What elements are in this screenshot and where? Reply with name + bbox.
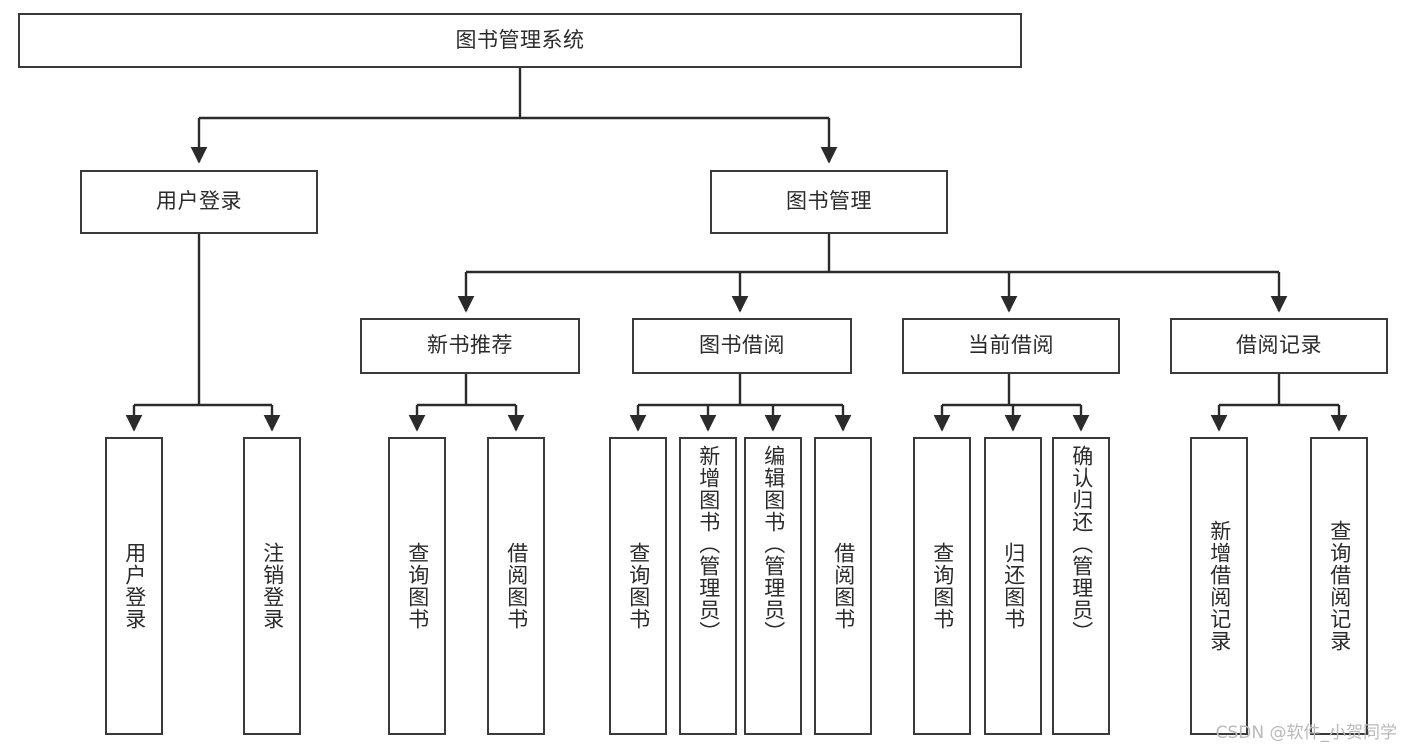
node-leaf-edit-book-label: 编辑图书（管理员） [761,445,786,643]
node-leaf-query-book-3-label: 查询图书 [930,542,955,630]
node-book-manage-label: 图书管理 [786,189,872,214]
node-current-borrow[interactable]: 当前借阅 [902,318,1120,374]
node-leaf-query-book-2-label: 查询图书 [626,542,651,630]
node-user-login[interactable]: 用户登录 [80,170,318,234]
node-new-book-rec[interactable]: 新书推荐 [360,318,580,374]
node-leaf-query-book-1[interactable]: 查询图书 [388,437,446,735]
watermark-text: CSDN @软件_小贺同学 [1215,723,1397,743]
node-leaf-query-book-3[interactable]: 查询图书 [913,437,971,735]
node-book-manage[interactable]: 图书管理 [710,170,948,234]
node-leaf-user-login-label: 用户登录 [122,542,147,630]
node-book-borrow[interactable]: 图书借阅 [632,318,852,374]
node-leaf-borrow-book-1-label: 借阅图书 [504,542,529,630]
node-root[interactable]: 图书管理系统 [18,13,1022,68]
node-leaf-add-record[interactable]: 新增借阅记录 [1190,437,1248,735]
node-leaf-query-record[interactable]: 查询借阅记录 [1310,437,1368,735]
node-leaf-query-book-2[interactable]: 查询图书 [609,437,667,735]
node-root-label: 图书管理系统 [455,27,585,52]
node-leaf-add-book-label: 新增图书（管理员） [696,445,721,643]
node-leaf-edit-book[interactable]: 编辑图书（管理员） [744,437,802,735]
node-leaf-logout-label: 注销登录 [260,542,285,630]
node-leaf-add-record-label: 新增借阅记录 [1207,520,1232,652]
node-book-borrow-label: 图书借阅 [699,333,785,358]
node-leaf-borrow-book-2-label: 借阅图书 [831,542,856,630]
node-leaf-logout[interactable]: 注销登录 [243,437,301,735]
node-leaf-query-book-1-label: 查询图书 [405,542,430,630]
node-leaf-user-login[interactable]: 用户登录 [105,437,163,735]
node-leaf-return-book[interactable]: 归还图书 [984,437,1042,735]
node-borrow-record-label: 借阅记录 [1236,333,1322,358]
node-borrow-record[interactable]: 借阅记录 [1170,318,1388,374]
node-current-borrow-label: 当前借阅 [968,333,1054,358]
node-leaf-confirm-return[interactable]: 确认归还（管理员） [1052,437,1110,735]
node-leaf-query-record-label: 查询借阅记录 [1327,520,1352,652]
node-leaf-add-book[interactable]: 新增图书（管理员） [679,437,737,735]
node-leaf-return-book-label: 归还图书 [1001,542,1026,630]
node-user-login-label: 用户登录 [156,189,242,214]
node-leaf-confirm-return-label: 确认归还（管理员） [1069,445,1094,643]
node-new-book-rec-label: 新书推荐 [427,333,513,358]
node-leaf-borrow-book-1[interactable]: 借阅图书 [487,437,545,735]
node-leaf-borrow-book-2[interactable]: 借阅图书 [814,437,872,735]
